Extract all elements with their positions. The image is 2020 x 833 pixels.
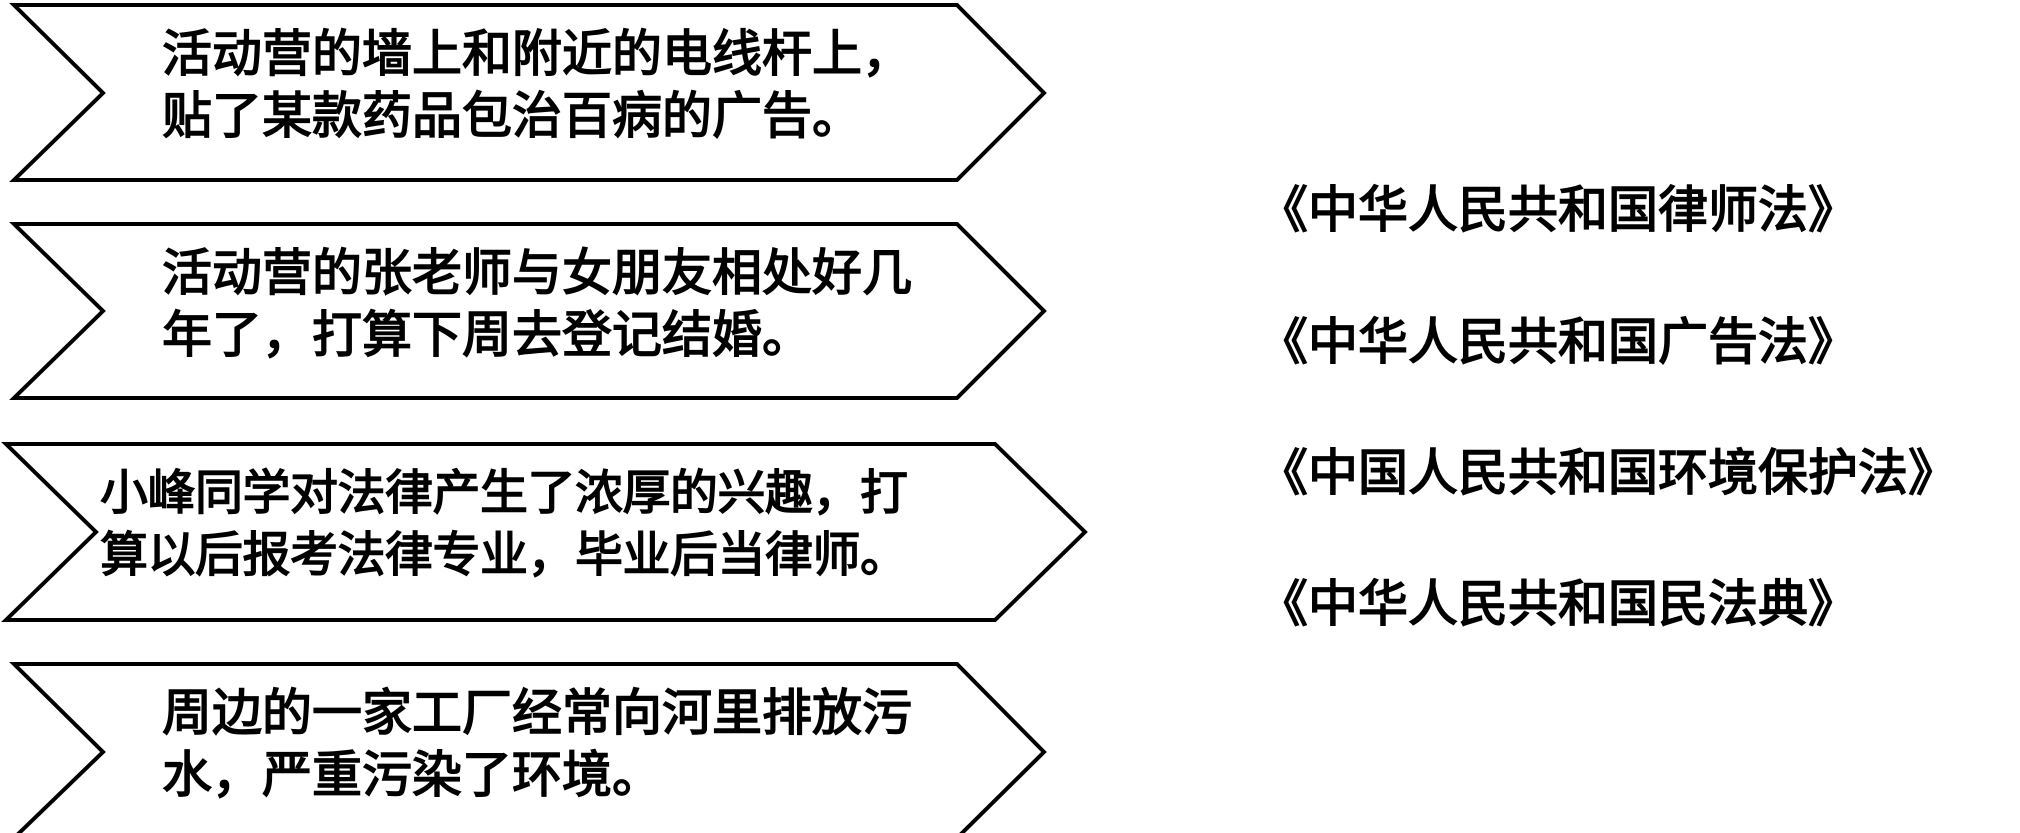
case-4-line-2: 水，严重污染了环境。 bbox=[162, 745, 662, 804]
case-chevron-3 bbox=[1, 442, 1088, 622]
case-text-1: 活动营的墙上和附近的电线杆上， 贴了某款药品包治百病的广告。 bbox=[162, 23, 912, 147]
case-1-line-1: 活动营的墙上和附近的电线杆上， bbox=[162, 24, 912, 83]
law-item-1: 《中华人民共和国律师法》 bbox=[1258, 180, 1858, 239]
case-4-line-1: 周边的一家工厂经常向河里排放污 bbox=[162, 683, 912, 742]
case-chevron-2 bbox=[9, 222, 1047, 400]
law-item-3: 《中国人民共和国环境保护法》 bbox=[1258, 443, 1958, 502]
case-3-line-1: 小峰同学对法律产生了浓厚的兴趣，打 bbox=[100, 465, 908, 521]
case-text-3: 小峰同学对法律产生了浓厚的兴趣，打 算以后报考法律专业，毕业后当律师。 bbox=[100, 462, 908, 586]
law-item-2: 《中华人民共和国广告法》 bbox=[1258, 312, 1858, 371]
law-item-4: 《中华人民共和国民法典》 bbox=[1258, 574, 1858, 633]
case-2-line-1: 活动营的张老师与女朋友相处好几 bbox=[162, 243, 912, 302]
case-3-line-2: 算以后报考法律专业，毕业后当律师。 bbox=[100, 527, 908, 583]
case-2-line-2: 年了，打算下周去登记结婚。 bbox=[162, 305, 812, 364]
case-1-line-2: 贴了某款药品包治百病的广告。 bbox=[162, 86, 862, 145]
case-chevron-4 bbox=[9, 662, 1047, 833]
case-chevron-1 bbox=[9, 2, 1047, 182]
case-text-4: 周边的一家工厂经常向河里排放污 水，严重污染了环境。 bbox=[162, 682, 912, 806]
case-text-2: 活动营的张老师与女朋友相处好几 年了，打算下周去登记结婚。 bbox=[162, 242, 912, 366]
